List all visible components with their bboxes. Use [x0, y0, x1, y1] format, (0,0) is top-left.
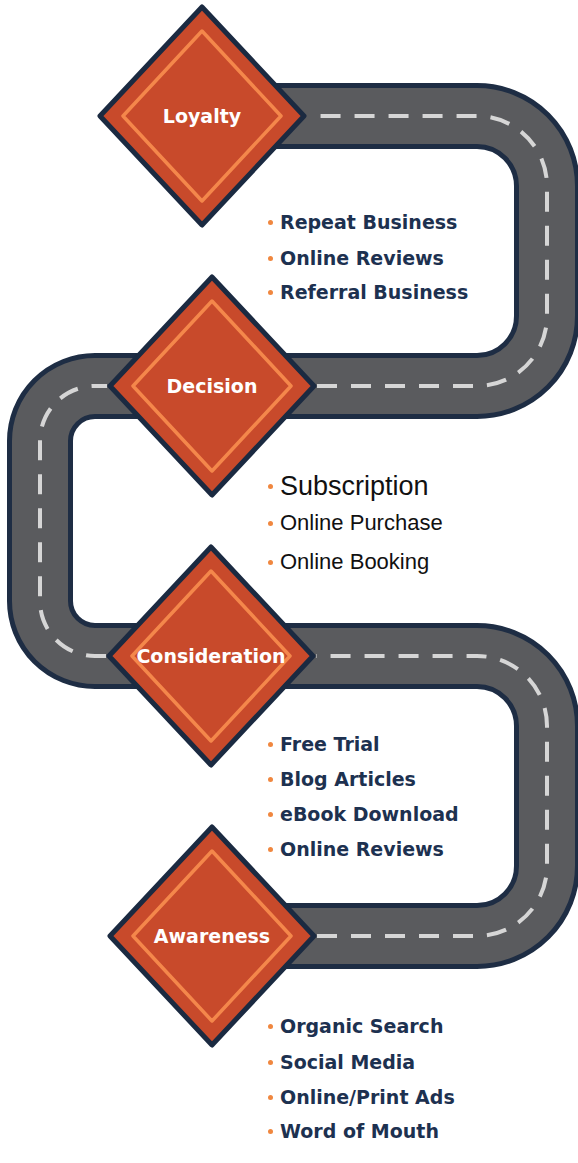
diamond-outline	[110, 277, 314, 495]
diamond-inner-outline	[123, 31, 281, 201]
bullet-item: eBook Download	[268, 797, 459, 831]
bullet-dot	[268, 560, 273, 565]
touchpoint-label: Blog Articles	[280, 768, 416, 790]
bullet-item: Free Trial	[268, 727, 380, 761]
touchpoint-label: Organic Search	[280, 1015, 443, 1037]
diamond-inner-outline	[133, 301, 291, 471]
bullet-dot	[268, 1129, 273, 1134]
bullet-item: Blog Articles	[268, 762, 416, 796]
touchpoint-label: Online/Print Ads	[280, 1086, 455, 1108]
stage-name: Decision	[167, 375, 258, 397]
road-border	[40, 386, 107, 656]
touchpoint-label: Subscription	[280, 471, 429, 502]
road-center-line	[40, 386, 107, 656]
bullet-dot	[268, 256, 273, 261]
road-connector	[316, 656, 547, 936]
bullet-dot	[268, 1060, 273, 1065]
touchpoint-label: Online Purchase	[280, 510, 443, 536]
stage-name: Awareness	[154, 925, 270, 947]
diamond-inner-outline	[133, 851, 291, 1021]
bullet-dot	[268, 1024, 273, 1029]
bullet-item: Repeat Business	[268, 205, 457, 239]
touchpoint-label: Free Trial	[280, 733, 380, 755]
bullet-dot	[268, 484, 273, 489]
bullet-item: Online Booking	[268, 545, 429, 579]
touchpoint-label: Word of Mouth	[280, 1120, 439, 1142]
touchpoint-label: Repeat Business	[280, 211, 457, 233]
bullet-dot	[268, 220, 273, 225]
road-connector	[40, 386, 107, 656]
bullet-item: Word of Mouth	[268, 1114, 439, 1148]
touchpoint-label: Online Reviews	[280, 838, 444, 860]
bullet-item: Organic Search	[268, 1009, 443, 1043]
road-border	[316, 656, 547, 936]
touchpoint-label: Referral Business	[280, 281, 468, 303]
bullet-item: Referral Business	[268, 275, 468, 309]
bullet-item: Online Reviews	[268, 241, 444, 275]
touchpoint-label: Online Booking	[280, 549, 429, 575]
road-center-line	[316, 656, 547, 936]
bullet-item: Social Media	[268, 1045, 415, 1079]
stage-diamond: Decision	[107, 274, 317, 498]
bullet-item: Subscription	[268, 469, 429, 503]
diamond-outline	[100, 7, 304, 225]
diamond-outline	[109, 547, 313, 765]
bullet-dot	[268, 742, 273, 747]
bullet-dot	[268, 812, 273, 817]
bullet-item: Online Reviews	[268, 832, 444, 866]
touchpoint-label: Social Media	[280, 1051, 415, 1073]
bullet-dot	[268, 1095, 273, 1100]
bullet-item: Online/Print Ads	[268, 1080, 455, 1114]
bullet-dot	[268, 777, 273, 782]
road-surface	[40, 386, 107, 656]
bullet-item: Online Purchase	[268, 506, 443, 540]
touchpoint-label: eBook Download	[280, 803, 459, 825]
stage-name: Consideration	[136, 645, 285, 667]
diamond-inner-outline	[132, 571, 290, 741]
stage-name: Loyalty	[163, 105, 241, 127]
bullet-dot	[268, 847, 273, 852]
road-surface	[316, 656, 547, 936]
bullet-dot	[268, 290, 273, 295]
touchpoint-label: Online Reviews	[280, 247, 444, 269]
stage-diamond: Loyalty	[97, 4, 307, 228]
bullet-dot	[268, 521, 273, 526]
